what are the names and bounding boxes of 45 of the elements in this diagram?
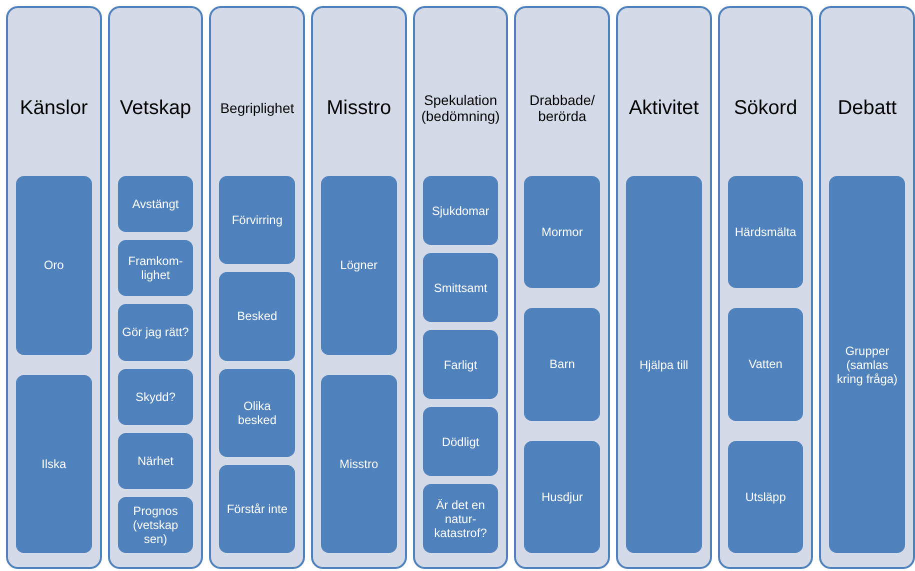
topic-box: Lögner [321,176,397,354]
column-heading: Debatt [838,96,897,120]
topic-box: Smittsamt [422,253,498,322]
topic-box: Utsläpp [728,440,804,553]
category-column [514,6,610,569]
topic-box: Är det en natur-katastrof? [422,484,498,553]
topic-box: Barn [524,308,600,421]
category-column [209,6,306,569]
topic-box: Förvirring [219,176,296,264]
topic-box: Avstängt [118,176,194,232]
topic-box: Prognos (vetskap sen) [118,496,194,554]
category-column [6,6,102,569]
topic-box: Mormor [524,176,600,288]
column-heading: Aktivitet [628,96,699,120]
topic-box: Härdsmälta [728,176,804,288]
topic-box: Skydd? [118,368,194,425]
column-heading: Sökord [734,96,798,120]
category-column [819,6,915,569]
category-column [311,6,407,569]
topic-box: Farligt [422,330,498,399]
topic-box: Dödligt [422,407,498,476]
topic-box: Gör jag rätt? [118,304,194,361]
column-heading: Drabbade/ berörda [528,91,596,126]
category-column [108,6,204,569]
topic-box: Oro [16,176,92,354]
topic-box: Husdjur [524,440,600,553]
column-heading: Misstro [326,96,392,120]
topic-box: Vatten [728,308,804,421]
category-column [718,6,814,569]
topic-box: Besked [219,272,296,360]
topic-box: Närhet [118,432,194,489]
topic-box: Misstro [321,374,397,553]
category-column [616,6,712,569]
topic-box: Ilska [16,374,92,553]
column-heading: Vetskap [120,96,192,120]
column-heading: Spekulation (bedömning) [420,91,501,126]
topic-box: Sjukdomar [422,176,498,245]
topic-box: Grupper (samlas kring fråga) [829,176,906,553]
topic-box: Framkom-lighet [118,240,194,296]
topic-box: Förstår inte [219,464,296,553]
column-heading: Begriplighet [220,99,294,118]
topic-box: Olika besked [219,368,296,457]
category-column [412,6,508,569]
column-heading: Känslor [20,96,88,120]
topic-box: Hjälpa till [626,176,702,553]
